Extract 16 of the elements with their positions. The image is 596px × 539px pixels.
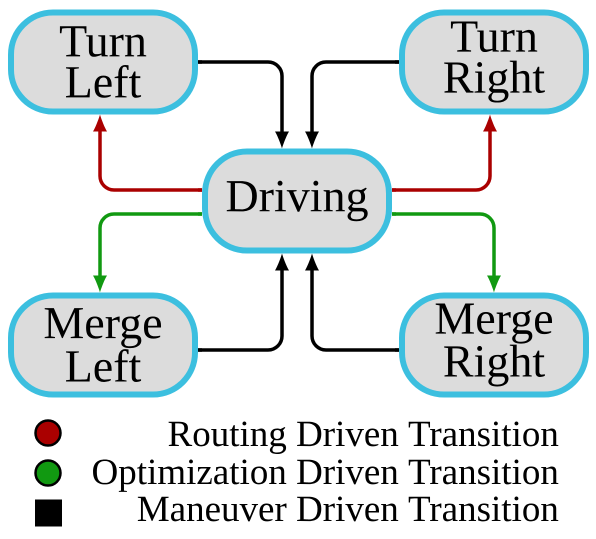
legend-label: Optimization Driven Transition bbox=[93, 460, 558, 492]
arrow bbox=[93, 212, 202, 292]
arrow bbox=[305, 60, 399, 148]
state-box: Merge Left bbox=[8, 292, 198, 398]
state-box: Turn Right bbox=[399, 10, 589, 114]
state-box: Driving bbox=[202, 148, 392, 254]
arrow bbox=[198, 254, 289, 352]
state-box: Turn Left bbox=[8, 10, 198, 114]
arrow bbox=[93, 114, 202, 192]
arrow bbox=[392, 114, 497, 192]
state-box: Merge Right bbox=[399, 292, 589, 398]
arrow bbox=[392, 212, 501, 292]
legend-label: Routing Driven Transition bbox=[168, 422, 558, 454]
arrow bbox=[305, 254, 399, 352]
legend-label: Maneuver Driven Transition bbox=[138, 496, 558, 522]
arrow bbox=[198, 60, 289, 148]
